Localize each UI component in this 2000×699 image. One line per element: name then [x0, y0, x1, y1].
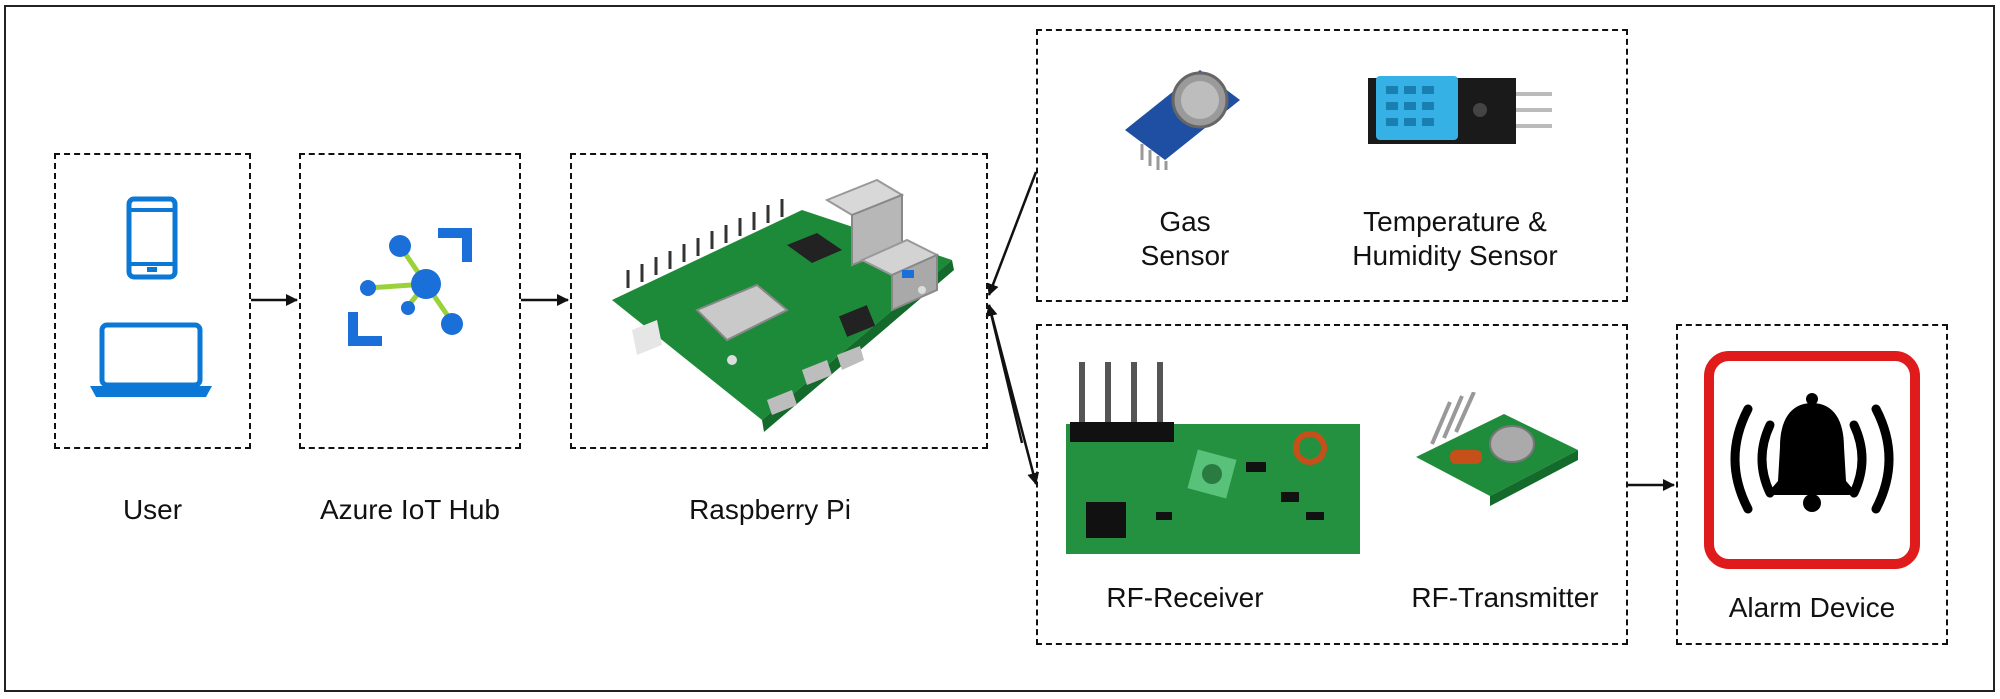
- alarm-device-label: Alarm Device: [1728, 592, 1896, 623]
- user-label: User: [122, 494, 183, 525]
- rf-transmitter-image: [1416, 392, 1578, 506]
- diagram-frame: [4, 5, 1995, 692]
- rf-transmitter-label: RF-Transmitter: [1411, 582, 1599, 613]
- user-box: [54, 153, 251, 449]
- bell-icon: [1704, 351, 1920, 569]
- pi-label: Raspberry Pi: [689, 494, 851, 525]
- hub-label: Azure IoT Hub: [319, 494, 501, 525]
- tablet-icon: [126, 196, 178, 280]
- hub-box: [299, 153, 521, 449]
- gas-sensor-label: Gas Sensor: [1140, 206, 1230, 271]
- raspberry-pi-board-image: [612, 178, 954, 432]
- arrow-pi-rf-down: [987, 304, 1040, 485]
- arrow-sensors-to-pi: [987, 171, 1038, 296]
- azure-iot-hub-icon: [348, 228, 472, 346]
- alarm-box: [1676, 324, 1948, 645]
- temperature-humidity-sensor-image: [1368, 76, 1552, 144]
- sensor-box: [1036, 29, 1628, 302]
- pi-box: [570, 153, 988, 449]
- temp-humidity-label: Temperature & Humidity Sensor: [1352, 206, 1558, 271]
- rf-receiver-image: [1066, 362, 1360, 554]
- laptop-icon: [90, 322, 212, 397]
- gas-sensor-image: [1125, 70, 1240, 170]
- rf-receiver-label: RF-Receiver: [1106, 582, 1264, 613]
